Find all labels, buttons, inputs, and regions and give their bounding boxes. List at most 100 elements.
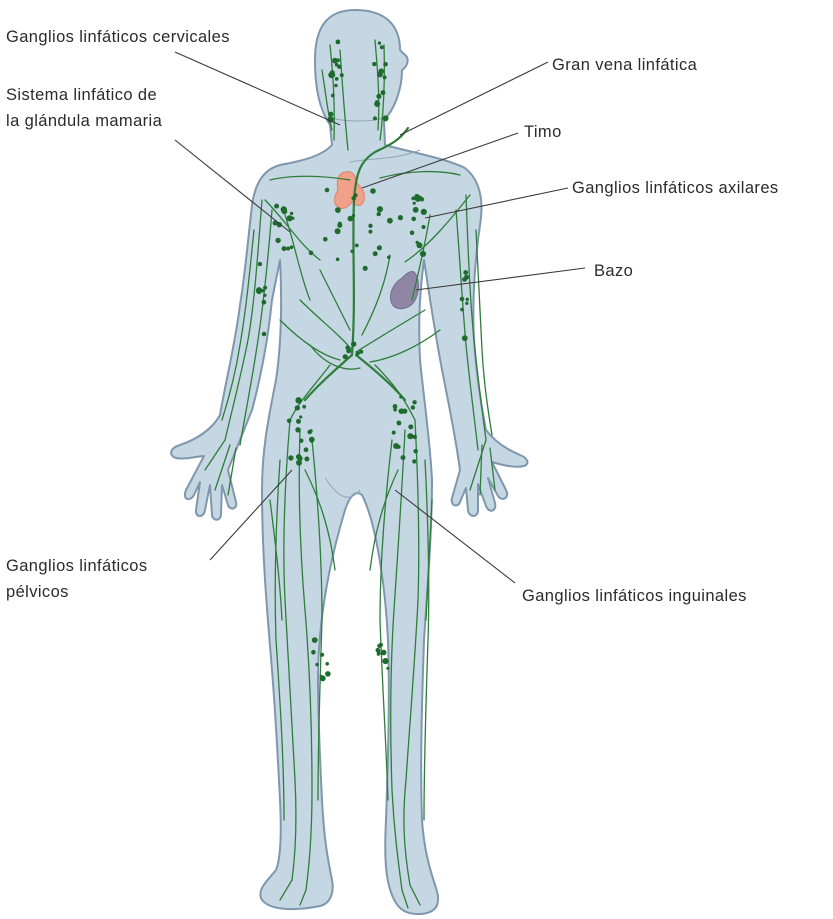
lymph-node	[274, 204, 279, 209]
lymph-node	[330, 70, 335, 75]
lymph-node	[368, 230, 372, 234]
lymph-node	[359, 350, 363, 354]
lymph-node	[377, 73, 381, 77]
lymph-node	[350, 250, 353, 253]
lymph-node	[262, 300, 267, 305]
lymph-node	[460, 297, 465, 302]
lymph-node	[377, 245, 382, 250]
lymph-node	[413, 449, 418, 454]
lymph-node	[351, 341, 356, 346]
lymph-node	[463, 270, 468, 275]
lymph-node	[373, 116, 377, 120]
lymph-node	[258, 262, 262, 266]
lymph-node	[462, 335, 468, 341]
lymph-node	[412, 400, 416, 404]
label-mammary-line1: Sistema linfático de	[6, 86, 157, 104]
lymph-node	[381, 650, 387, 656]
lymph-node	[311, 650, 316, 655]
lymph-node	[378, 41, 381, 44]
lymph-node	[263, 294, 266, 297]
lymph-node	[414, 194, 419, 199]
label-inguinal: Ganglios linfáticos inguinales	[522, 587, 747, 605]
lymph-node	[295, 427, 300, 432]
lymph-node	[262, 332, 267, 337]
lymph-node	[373, 251, 378, 256]
lymph-node	[393, 443, 399, 449]
lymph-node	[465, 302, 468, 305]
lymph-node	[288, 455, 293, 460]
lymph-node	[346, 348, 351, 353]
lymph-node	[352, 214, 355, 217]
lymph-node	[410, 231, 415, 236]
lymph-node	[353, 193, 357, 197]
lymph-node	[310, 439, 314, 443]
lymph-node	[411, 405, 415, 409]
lymph-node	[286, 247, 290, 251]
lymph-node	[336, 258, 340, 262]
lymph-node	[377, 651, 381, 655]
lymph-node	[320, 653, 324, 657]
lymph-node	[282, 246, 287, 251]
lymph-node	[408, 424, 413, 429]
lymph-node	[377, 206, 383, 212]
lymph-node	[377, 644, 381, 648]
label-pelvic-line2: pélvicos	[6, 583, 69, 601]
lymph-node	[381, 90, 386, 95]
lymph-node	[295, 405, 300, 410]
lymph-node	[383, 115, 389, 121]
label-great-vein: Gran vena linfática	[552, 56, 698, 74]
lymph-node	[393, 408, 397, 412]
label-thymus: Timo	[524, 123, 562, 141]
lymph-node	[464, 275, 469, 280]
lymph-node	[402, 409, 407, 414]
lymph-node	[372, 62, 376, 66]
lymph-node	[256, 287, 262, 293]
lymph-node	[299, 439, 303, 443]
label-cervical: Ganglios linfáticos cervicales	[6, 28, 230, 46]
lymph-node	[337, 65, 341, 69]
lymph-node	[309, 251, 314, 256]
lymph-node	[312, 637, 318, 643]
lymph-node	[304, 457, 309, 462]
lymph-node	[374, 101, 380, 107]
lymph-node	[387, 218, 393, 224]
lymph-node	[287, 419, 292, 424]
lymph-node	[296, 419, 301, 424]
lymph-node	[337, 223, 342, 228]
lymph-node	[397, 421, 400, 424]
lymph-node	[407, 433, 413, 439]
lymph-node	[302, 405, 306, 409]
lymph-node	[370, 188, 376, 194]
lymph-node	[299, 415, 302, 418]
lymph-node	[376, 94, 381, 99]
label-axillary: Ganglios linfáticos axilares	[572, 179, 779, 197]
lymph-node	[386, 667, 389, 670]
lymph-node	[290, 212, 293, 215]
lymph-node	[309, 429, 312, 432]
lymph-node	[348, 216, 354, 222]
lymph-node	[325, 671, 331, 677]
lymph-node	[323, 237, 328, 242]
label-mammary-line2: la glándula mamaria	[6, 112, 163, 130]
lymph-node	[290, 245, 294, 249]
lymph-node	[331, 94, 335, 98]
lymph-node	[320, 675, 323, 678]
lymph-node	[325, 662, 329, 666]
lymph-node	[315, 663, 318, 666]
lymph-node	[387, 255, 391, 259]
lymph-node	[411, 217, 416, 222]
lymph-node	[296, 454, 302, 460]
label-pelvic-line1: Ganglios linfáticos	[6, 557, 148, 575]
lymph-node	[355, 244, 359, 248]
lymph-node	[335, 77, 339, 81]
lymph-node	[413, 202, 416, 205]
lymph-node	[401, 455, 406, 460]
lymph-node	[416, 241, 419, 244]
lymph-node	[295, 397, 301, 403]
lymph-node	[335, 228, 341, 234]
lymph-node	[383, 62, 388, 67]
lymph-node	[399, 395, 402, 398]
lymph-node	[325, 188, 330, 193]
lymph-node	[336, 58, 340, 62]
